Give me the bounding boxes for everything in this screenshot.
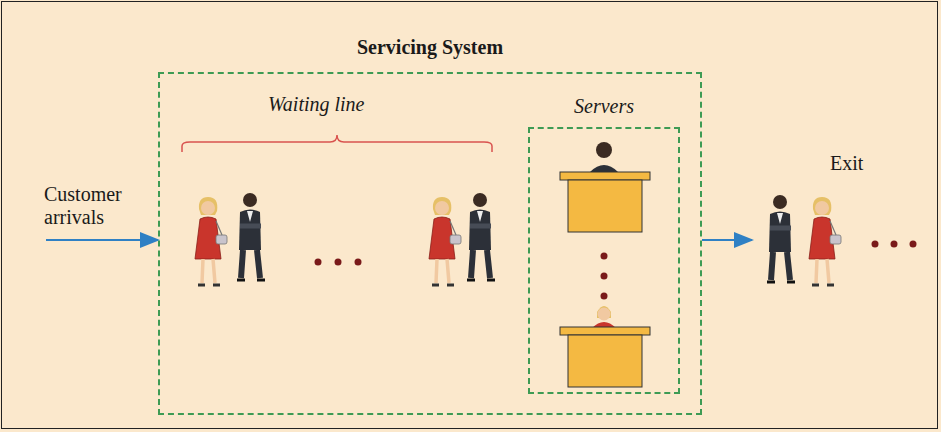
- server-desk: [560, 142, 650, 232]
- servers-boundary: Servers: [528, 127, 680, 394]
- arrival-arrow: [46, 239, 158, 241]
- box-heading: Servicing System: [160, 36, 700, 59]
- box-heading: Servers: [530, 95, 678, 118]
- ellipsis-dots: [601, 253, 608, 300]
- customer-figure: [467, 193, 495, 280]
- arrivals-label: Customer arrivals: [44, 183, 156, 229]
- ellipsis-dots: [872, 241, 917, 248]
- waiting-bracket: [182, 135, 492, 152]
- customer-figure: [195, 197, 227, 285]
- customer-figure: [429, 197, 461, 285]
- ellipsis-dots: [315, 259, 362, 266]
- exit-arrow: [702, 239, 752, 241]
- customer-figure: [237, 193, 265, 280]
- server-desk: [560, 306, 650, 387]
- exit-label: Exit: [830, 152, 910, 175]
- queue-label: Waiting line: [268, 93, 408, 116]
- customer-figure: [809, 197, 841, 285]
- customer-figure: [767, 195, 795, 282]
- system-boundary: Servicing SystemServers: [158, 72, 702, 415]
